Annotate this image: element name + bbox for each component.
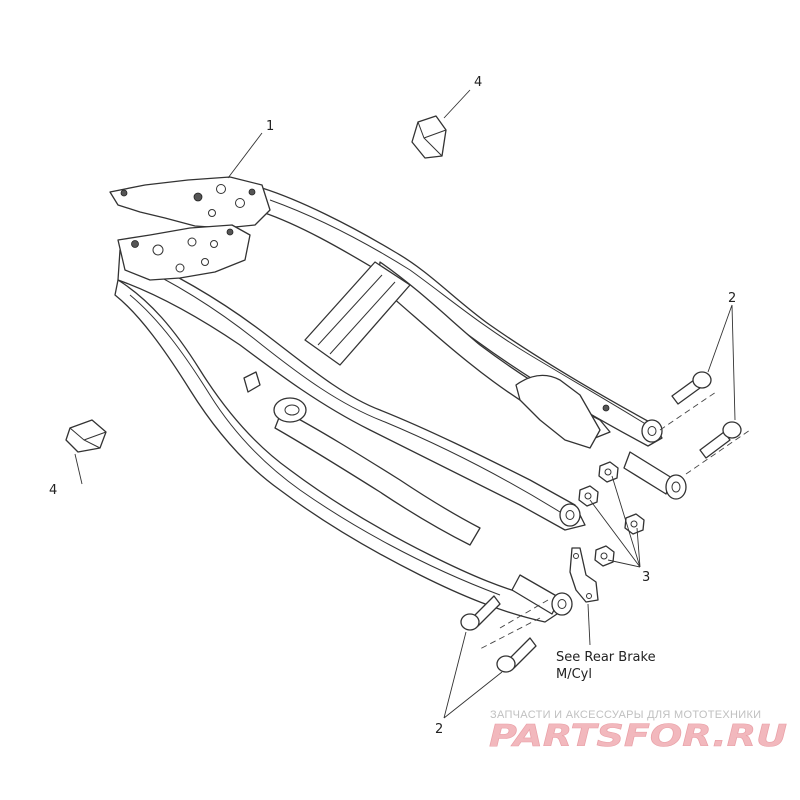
nut-4	[594, 545, 615, 567]
bolt-upper-2	[699, 421, 742, 459]
callout-bolt-upper: 2	[728, 291, 736, 306]
callout-frame: 1	[266, 119, 274, 134]
nut-3	[624, 513, 645, 535]
bolt-lower-1	[460, 595, 501, 631]
callout-nuts: 3	[642, 570, 650, 585]
callout-cap-left: 4	[49, 483, 57, 498]
bolt-upper-1	[671, 371, 712, 405]
rubber-cap-left	[65, 419, 107, 453]
note-line-1: See Rear Brake	[556, 650, 656, 665]
rear-subframe	[109, 176, 687, 623]
brake-bracket	[569, 547, 599, 603]
rubber-cap-top	[411, 115, 447, 159]
watermark-tagline: ЗАПЧАСТИ И АКСЕССУАРЫ ДЛЯ МОТОТЕХНИКИ	[490, 709, 761, 721]
callout-bolt-lower: 2	[435, 722, 443, 737]
nut-1	[598, 461, 619, 483]
nut-2	[578, 485, 599, 507]
note-line-2: M/Cyl	[556, 667, 592, 682]
watermark-logo: PARTSFOR.RU	[489, 719, 787, 754]
bolt-lower-2	[496, 637, 537, 673]
callout-cap-top: 4	[474, 75, 482, 90]
